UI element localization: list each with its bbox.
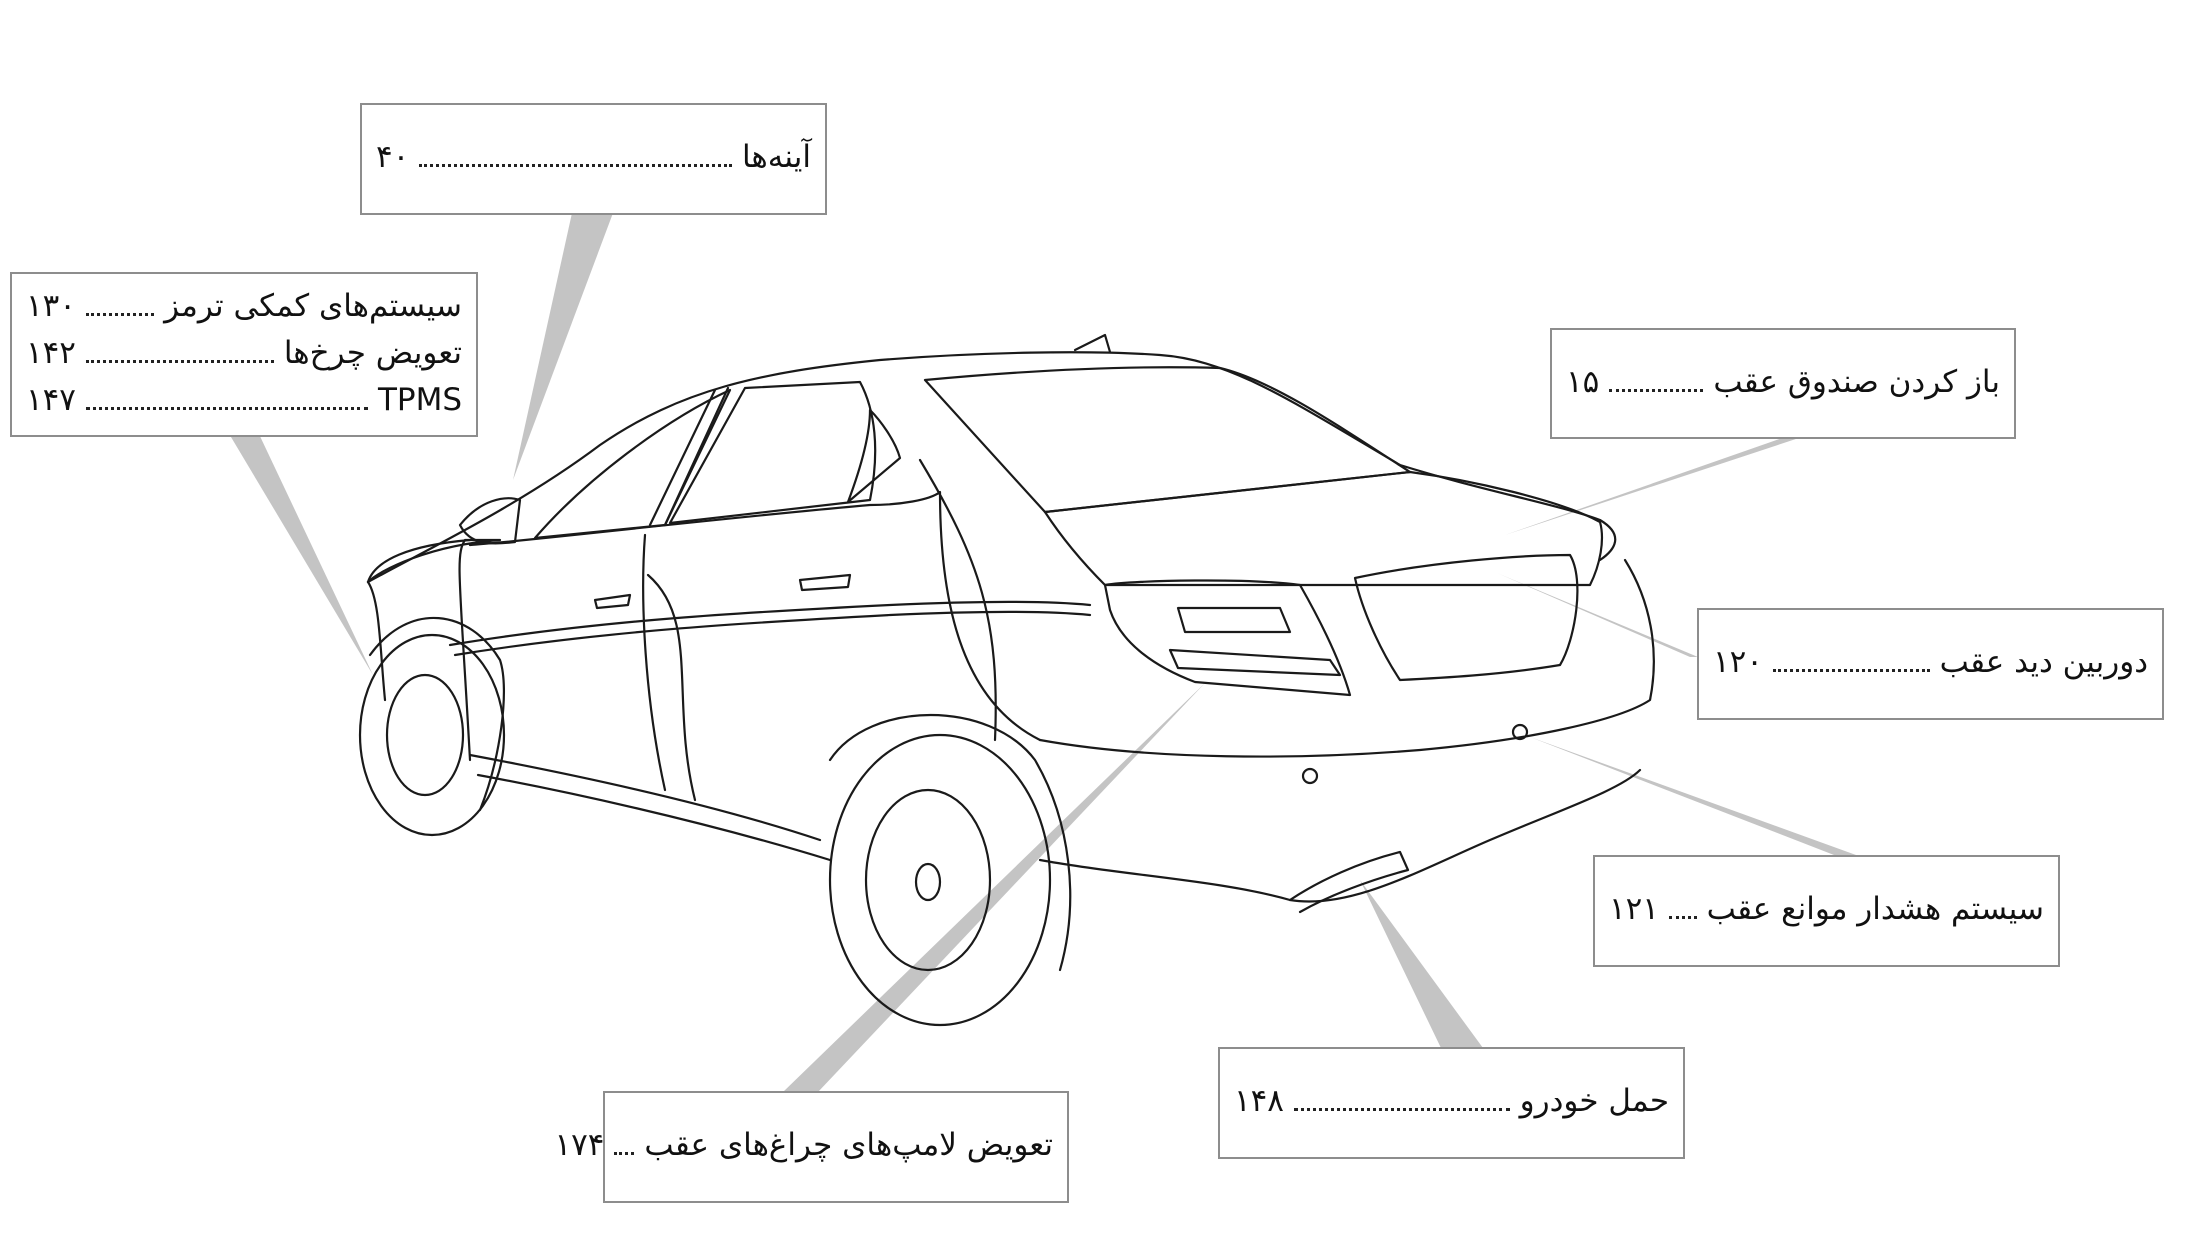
callout-label: باز کردن صندوق عقب: [1713, 363, 2000, 400]
pointer-trunk: [1505, 436, 1805, 535]
rear-side-window: [668, 380, 877, 525]
callout-label: تعویض چرخ‌ها: [283, 334, 462, 371]
page-number: ۱۷۴: [554, 1126, 605, 1163]
page-number: ۱۴۸: [1234, 1082, 1284, 1119]
callout-lamps: تعویض لامپ‌های چراغ‌های عقب ۱۷۴: [554, 1091, 1069, 1203]
rear-hub: [914, 862, 942, 902]
callout-row: دوربین دید عقب ۱۲۰: [1713, 638, 2148, 685]
door-line: [642, 533, 697, 802]
side-mirror: [458, 497, 522, 545]
roof-line: [366, 351, 1617, 584]
callout-row: سیستم هشدار موانع عقب ۱۲۱: [1609, 885, 2044, 932]
callout-row: آینه‌ها ۴۰: [376, 133, 811, 180]
page-number: ۴۰: [376, 138, 410, 175]
rear-window: [923, 366, 1412, 514]
front-tire: [358, 633, 506, 837]
quarter-window: [846, 408, 902, 504]
page-number: ۱۲۰: [1713, 643, 1763, 680]
pointer-wheels: [228, 432, 373, 675]
page-number: ۱۳۰: [26, 287, 76, 324]
window-pillar: [648, 386, 730, 527]
car-outline: [358, 333, 1655, 1027]
callout-label: سیستم هشدار موانع عقب: [1706, 890, 2044, 927]
parking-sensor-right: [1511, 723, 1529, 741]
page-number: ۱۴۲: [26, 334, 76, 371]
callout-row: باز کردن صندوق عقب ۱۵: [1566, 358, 2000, 405]
pointer-mirrors: [513, 213, 613, 480]
front-window: [533, 388, 732, 540]
rear-bumper: [1038, 558, 1655, 903]
antenna: [1073, 333, 1112, 354]
callout-label: آینه‌ها: [741, 138, 811, 175]
page-number: ۱۴۷: [26, 381, 76, 418]
callout-label: دوربین دید عقب: [1939, 643, 2148, 680]
sill: [468, 753, 832, 862]
callout-wheels: سیستم‌های کمکی ترمز ۱۳۰ تعویض چرخ‌ها ۱۴۲ T…: [10, 272, 478, 437]
rear-wheel-arch: [828, 714, 1072, 972]
callout-towing: حمل خودرو ۱۴۸: [1218, 1047, 1685, 1159]
page-number: ۱۲۱: [1609, 890, 1659, 927]
pointer-towing: [1360, 880, 1483, 1048]
callout-trunk: باز کردن صندوق عقب ۱۵: [1550, 328, 2016, 439]
callout-row: سیستم‌های کمکی ترمز ۱۳۰: [26, 282, 462, 329]
belt-line: [448, 600, 1092, 657]
pointer-parking-sensor: [1530, 737, 1856, 855]
tail-lamp: [1103, 579, 1352, 697]
rear-rim: [864, 788, 992, 972]
callout-row: تعویض چرخ‌ها ۱۴۲: [26, 329, 462, 376]
license-plate-recess: [1353, 553, 1579, 682]
front-wheel-arch: [368, 617, 505, 812]
front-rim: [385, 673, 465, 797]
door-handle-rear: [798, 573, 852, 592]
front-bumper: [366, 538, 472, 702]
trunk-lid: [1043, 470, 1604, 587]
callout-parking-sensor: سیستم هشدار موانع عقب ۱۲۱: [1593, 855, 2060, 967]
callout-label: تعویض لامپ‌های چراغ‌های عقب: [644, 1126, 1053, 1163]
callout-row: TPMS ۱۴۷: [26, 376, 462, 423]
callout-row: تعویض لامپ‌های چراغ‌های عقب ۱۷۴: [554, 1121, 1053, 1168]
parking-sensor-left: [1301, 767, 1319, 785]
callout-mirrors: آینه‌ها ۴۰: [360, 103, 827, 215]
tail-lamp-inner: [1168, 606, 1342, 677]
callout-row: حمل خودرو ۱۴۸: [1234, 1077, 1669, 1124]
callout-label: سیستم‌های کمکی ترمز: [164, 287, 462, 324]
rear-tire: [828, 733, 1052, 1027]
callout-pointers: [228, 213, 1856, 1092]
page-number: ۱۵: [1566, 363, 1600, 400]
rear-diffuser: [1288, 850, 1410, 914]
callout-camera: دوربین دید عقب ۱۲۰: [1697, 608, 2164, 720]
door-handle-front: [593, 593, 632, 610]
pointer-camera: [1497, 573, 1698, 657]
pointer-lamps: [783, 683, 1205, 1092]
callout-label: حمل خودرو: [1519, 1082, 1669, 1119]
callout-label: TPMS: [377, 381, 462, 418]
